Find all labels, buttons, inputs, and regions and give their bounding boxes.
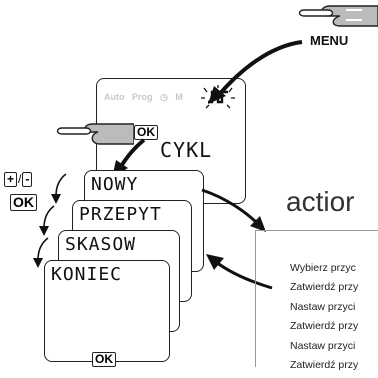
step-text: Zatwierdź przy — [290, 320, 359, 333]
screen-text: CYKL — [160, 138, 213, 162]
ok-button[interactable]: OK — [134, 125, 158, 140]
mode-clock-icon: ◷ — [160, 92, 168, 102]
mode-labels: Auto Prog ◷ M — [104, 92, 188, 103]
ok-button-left[interactable]: OK — [10, 194, 37, 211]
arrow-menu-to-display — [208, 40, 303, 104]
step-text: Zatwierdź przy — [290, 281, 359, 294]
hand-ok-icon — [56, 123, 134, 145]
plus-minus-buttons: +/- — [4, 172, 33, 187]
plus-button[interactable]: + — [4, 172, 18, 187]
step-text: Nastaw przyci — [290, 300, 356, 313]
mode-manual: M — [175, 92, 183, 102]
step-text: Zatwierdź przy — [290, 358, 359, 371]
mode-prog: Prog — [132, 92, 153, 102]
minus-button[interactable]: - — [22, 172, 33, 187]
step-arrows — [33, 173, 67, 268]
option-card-koniec[interactable]: KONIEC — [44, 260, 170, 362]
mode-auto: Auto — [104, 92, 125, 102]
arrow-cards-to-actions — [201, 188, 273, 290]
option-label: NOWY — [91, 174, 139, 195]
step-text: Wybierz przyc — [290, 262, 356, 274]
ok-button-bottom[interactable]: OK — [92, 352, 116, 367]
action-steps: Wybierz przyc Zatwierdź przy Nastaw przy… — [290, 262, 378, 378]
menu-button-label[interactable]: MENU — [310, 33, 349, 48]
step-text: Nastaw przyci — [290, 339, 356, 352]
section-vertical-divider — [255, 230, 256, 367]
option-label: PRZEPYT — [79, 204, 162, 225]
hand-menu-icon — [298, 5, 378, 27]
section-title: actior — [286, 186, 355, 217]
section-divider — [256, 230, 378, 231]
option-label: SKASOW — [65, 234, 137, 255]
option-label: KONIEC — [51, 264, 123, 285]
